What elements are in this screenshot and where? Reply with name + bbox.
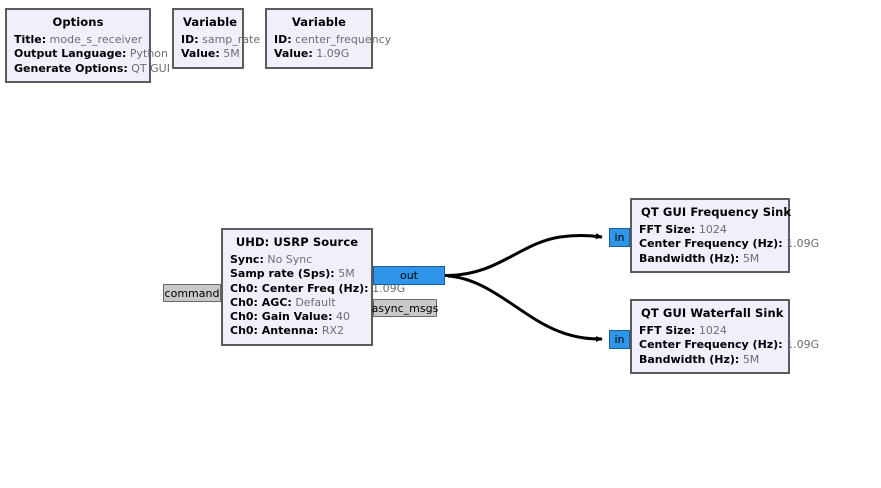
param-key: Ch0: AGC: (230, 295, 292, 309)
block-variable-samp-rate-param-value: Value: 5M (181, 47, 240, 61)
param-key: Ch0: Antenna: (230, 324, 319, 338)
param-value: 1.09G (316, 47, 350, 61)
block-qt-gui-waterfall-sink-title: QT GUI Waterfall Sink (641, 306, 784, 320)
param-key: Title: (14, 32, 47, 46)
param-key: Value: (181, 47, 220, 61)
block-freq-sink-param-bandwidth: Bandwidth (Hz): 5M (639, 252, 781, 266)
block-options-title: Options (52, 15, 104, 29)
port-usrp-source-out[interactable]: out (373, 266, 445, 285)
block-waterfall-sink-param-center-frequency: Center Frequency (Hz): 1.09G (639, 338, 819, 352)
param-value: center_frequency (295, 32, 392, 46)
param-key: Ch0: Gain Value: (230, 310, 333, 324)
block-options-param-generate-options: Generate Options: QT GUI (14, 61, 170, 76)
block-usrp-param-sync: Sync: No Sync (230, 253, 364, 267)
connection-usrp-out-to-frequency-sink[interactable] (447, 233, 603, 277)
param-value: No Sync (267, 252, 313, 266)
block-freq-sink-param-center-frequency: Center Frequency (Hz): 1.09G (639, 237, 819, 251)
param-value: 1024 (698, 323, 727, 337)
param-value: Python (129, 47, 168, 61)
param-key: Bandwidth (Hz): (639, 251, 740, 265)
connection-usrp-out-to-waterfall-sink[interactable] (447, 274, 603, 342)
block-qt-gui-waterfall-sink[interactable]: QT GUI Waterfall Sink FFT Size: 1024 Cen… (630, 299, 819, 374)
param-value: 5M (338, 267, 355, 281)
block-usrp-param-antenna: Ch0: Antenna: RX2 (230, 324, 364, 338)
param-key: Center Frequency (Hz): (639, 338, 783, 352)
block-variable-samp-rate-param-id: ID: samp_rate (181, 32, 260, 47)
block-waterfall-sink-param-bandwidth: Bandwidth (Hz): 5M (639, 353, 781, 367)
port-qt-gui-waterfall-sink-in[interactable]: in (609, 330, 630, 349)
param-value: Default (295, 295, 336, 309)
param-key: Output Language: (14, 47, 127, 61)
param-value: mode_s_receiver (49, 32, 143, 46)
block-variable-center-frequency-param-id: ID: center_frequency (274, 32, 391, 47)
param-key: Ch0: Center Freq (Hz): (230, 281, 369, 295)
param-key: FFT Size: (639, 222, 696, 236)
param-value: 40 (335, 310, 350, 324)
block-variable-center-frequency-title: Variable (291, 15, 347, 29)
param-value: 1.09G (786, 338, 820, 352)
block-usrp-param-samp-rate: Samp rate (Sps): 5M (230, 267, 364, 281)
block-uhd-usrp-source-title: UHD: USRP Source (235, 235, 359, 249)
block-usrp-param-agc: Ch0: AGC: Default (230, 296, 364, 310)
block-variable-center-frequency[interactable]: Variable ID: center_frequency Value: 1.0… (265, 8, 391, 69)
block-usrp-param-gain-value: Ch0: Gain Value: 40 (230, 310, 364, 324)
block-variable-center-frequency-param-value: Value: 1.09G (274, 47, 364, 61)
port-qt-gui-frequency-sink-in[interactable]: in (609, 228, 630, 247)
param-value: 5M (223, 47, 240, 61)
param-key: Sync: (230, 252, 264, 266)
block-options-param-output-language: Output Language: Python (14, 47, 168, 61)
port-usrp-source-async-msgs-out[interactable]: async_msgs (372, 299, 438, 317)
block-waterfall-sink-param-fft-size: FFT Size: 1024 (639, 324, 781, 338)
param-value: 1.09G (786, 237, 820, 251)
block-uhd-usrp-source[interactable]: UHD: USRP Source Sync: No Sync Samp rate… (221, 228, 405, 346)
block-variable-samp-rate-title: Variable (183, 15, 238, 29)
block-variable-samp-rate[interactable]: Variable ID: samp_rate Value: 5M (172, 8, 260, 69)
param-value: 5M (742, 352, 760, 366)
block-usrp-param-center-freq: Ch0: Center Freq (Hz): 1.09G (230, 282, 405, 296)
param-key: Value: (274, 47, 313, 61)
block-qt-gui-frequency-sink-title: QT GUI Frequency Sink (641, 205, 792, 219)
param-value: RX2 (321, 324, 345, 338)
block-qt-gui-frequency-sink[interactable]: QT GUI Frequency Sink FFT Size: 1024 Cen… (630, 198, 819, 273)
param-key: FFT Size: (639, 323, 696, 337)
block-options[interactable]: Options Title: mode_s_receiver Output La… (5, 8, 170, 83)
block-options-param-title: Title: mode_s_receiver (14, 33, 142, 47)
param-key: ID: (181, 32, 199, 46)
param-key: Samp rate (Sps): (230, 267, 335, 281)
param-value: 1024 (698, 222, 727, 236)
param-value: samp_rate (202, 32, 261, 46)
block-freq-sink-param-fft-size: FFT Size: 1024 (639, 223, 781, 237)
param-value: 5M (742, 251, 760, 265)
param-key: Center Frequency (Hz): (639, 237, 783, 251)
param-value: QT GUI (131, 61, 170, 75)
param-key: Generate Options: (14, 61, 128, 75)
param-key: Bandwidth (Hz): (639, 352, 740, 366)
port-usrp-source-command-in[interactable]: command (163, 284, 221, 302)
param-key: ID: (274, 32, 292, 46)
